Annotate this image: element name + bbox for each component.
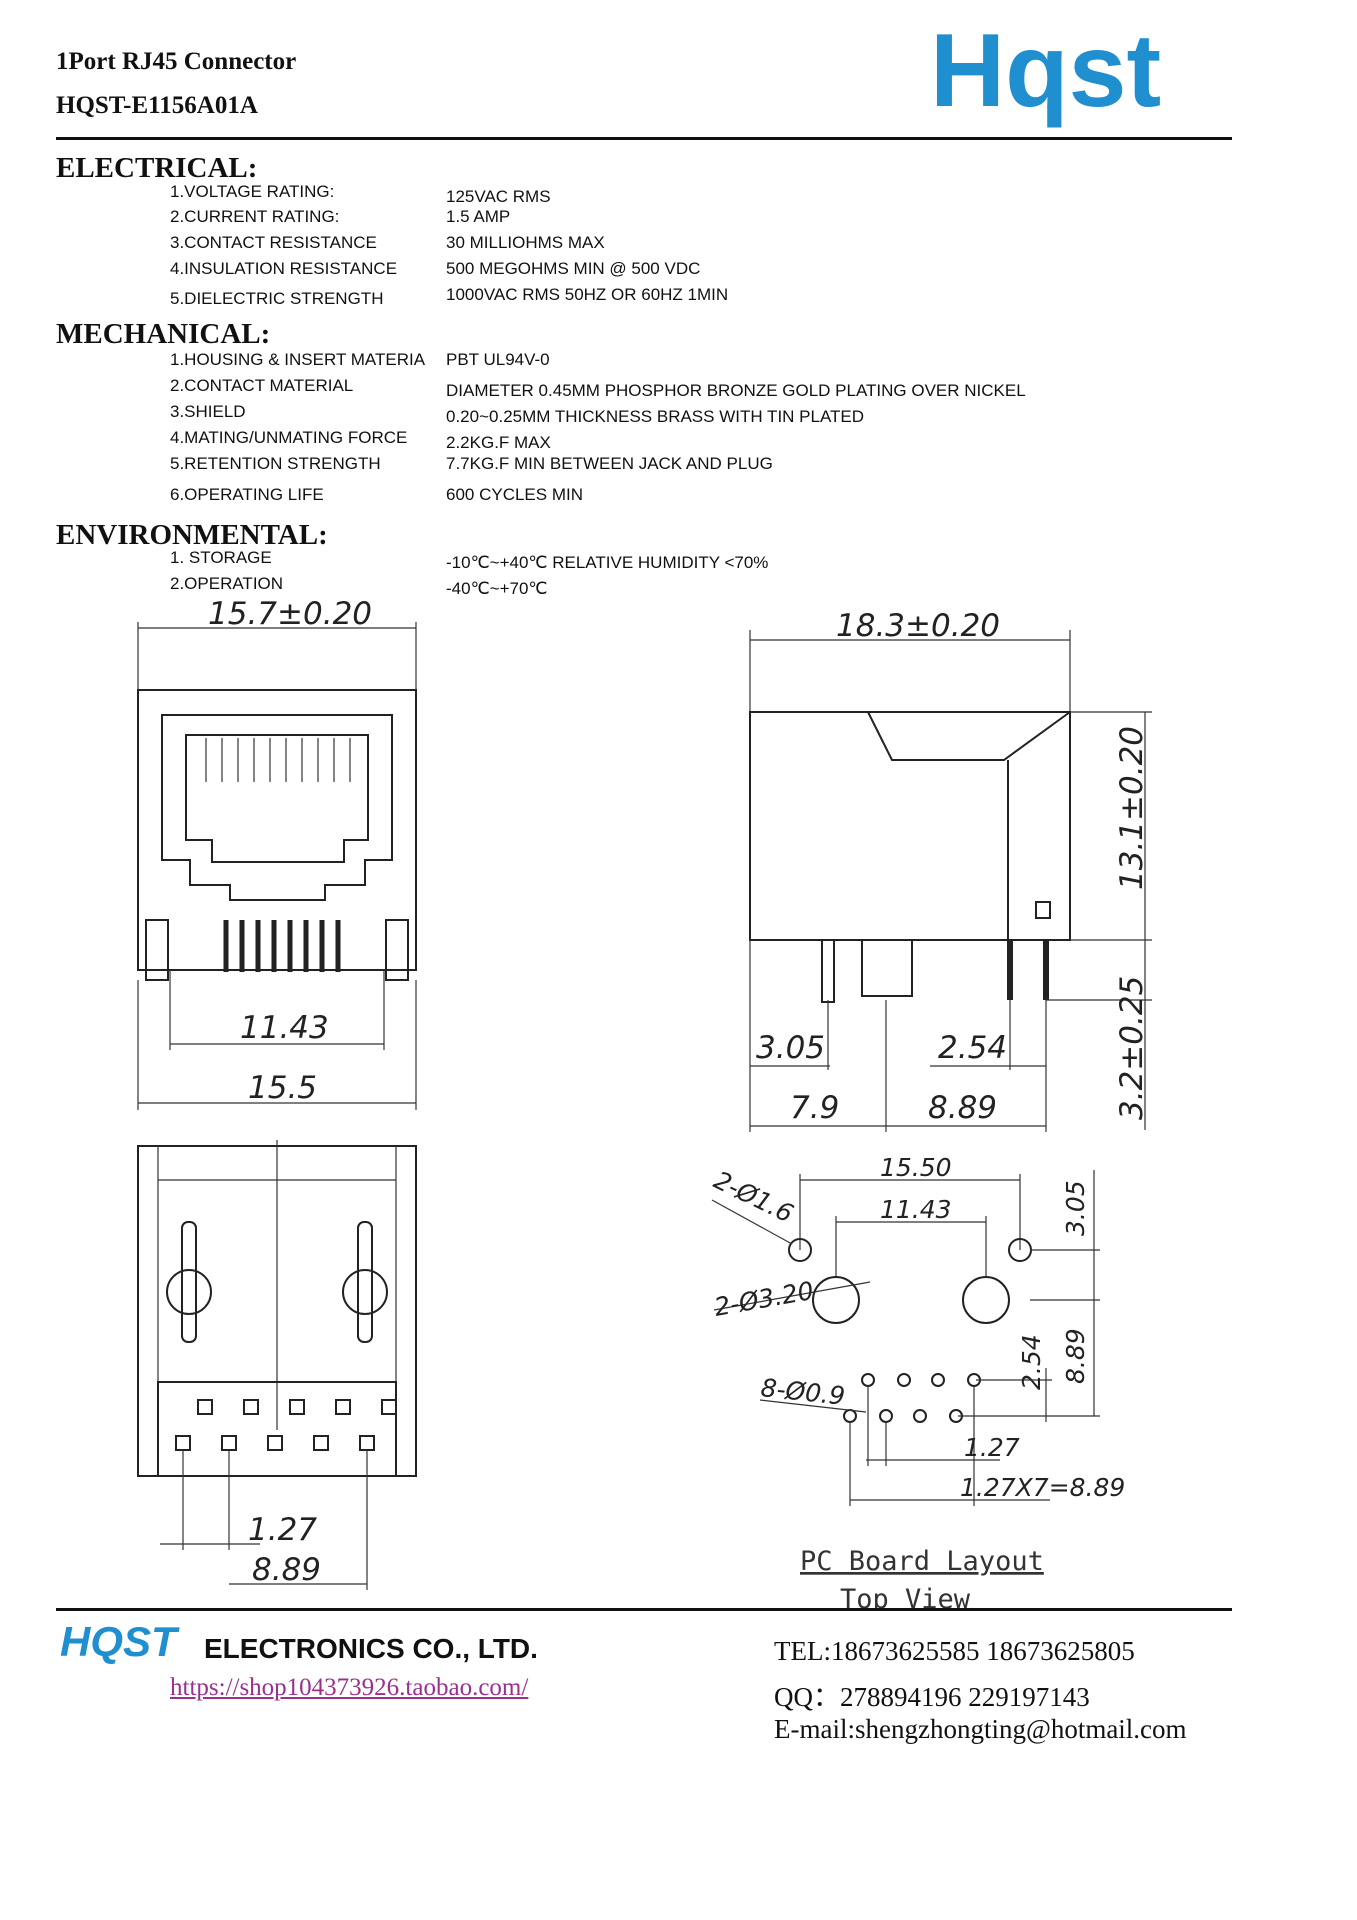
spec-value: DIAMETER 0.45MM PHOSPHOR BRONZE GOLD PLA… xyxy=(446,381,1026,400)
spec-label: 1.HOUSING & INSERT MATERIA xyxy=(170,350,426,369)
dim-pin-span: 11.43 xyxy=(240,1010,329,1046)
hqst-logo: Hqst xyxy=(930,26,1161,129)
dim-side-d4: 8.89 xyxy=(928,1090,997,1126)
pcb-caption-line1: PC Board Layout xyxy=(800,1546,1044,1577)
dim-pcb-pitch: 1.27 xyxy=(964,1433,1020,1462)
pcb-layout-drawing: 15.50 11.43 2-Ø1.6 2-Ø3.20 8-Ø0.9 3.05 2… xyxy=(709,1153,1125,1610)
dim-base-width: 15.5 xyxy=(248,1070,317,1106)
spec-value: 0.20~0.25MM THICKNESS BRASS WITH TIN PLA… xyxy=(446,407,865,426)
front-view-drawing: 15.7±0.20 11.43 15.5 xyxy=(137,600,417,1110)
environmental-heading: ENVIRONMENTAL: xyxy=(56,519,328,551)
header-divider xyxy=(56,137,1232,140)
spec-label: 4.MATING/UNMATING FORCE xyxy=(170,428,408,447)
spec-label: 4.INSULATION RESISTANCE xyxy=(170,259,398,278)
dim-side-d3: 7.9 xyxy=(790,1090,839,1126)
electrical-heading: ELECTRICAL: xyxy=(56,152,258,184)
spec-label: 5.RETENTION STRENGTH xyxy=(170,454,381,473)
dim-pin-length: 3.2±0.25 xyxy=(1114,976,1150,1120)
spec-value: 1.5 AMP xyxy=(446,207,511,226)
spec-label: 3.CONTACT RESISTANCE xyxy=(170,233,377,252)
dim-pcb-vert-span: 8.89 xyxy=(1061,1328,1090,1384)
spec-value: PBT UL94V-0 xyxy=(446,350,550,369)
part-number: HQST-E1156A01A xyxy=(56,92,258,119)
label-small-holes: 2-Ø1.6 xyxy=(709,1165,798,1228)
dim-side-d1: 3.05 xyxy=(756,1030,825,1066)
label-large-holes: 2-Ø3.20 xyxy=(712,1276,816,1322)
dim-pcb-row-gap: 2.54 xyxy=(1017,1334,1046,1390)
footer-tel: TEL:18673625585 18673625805 xyxy=(774,1636,1135,1666)
dim-side-depth: 18.3±0.20 xyxy=(836,608,1000,644)
footer-qq: QQ：278894196 229197143 xyxy=(774,1682,1090,1712)
mechanical-heading: MECHANICAL: xyxy=(56,318,271,350)
footer-divider xyxy=(56,1608,1232,1611)
spec-value: 2.2KG.F MAX xyxy=(446,433,551,452)
spec-value: -10℃~+40℃ RELATIVE HUMIDITY <70% xyxy=(446,553,769,572)
spec-label: 5.DIELECTRIC STRENGTH xyxy=(170,289,384,308)
spec-label: 2.CURRENT RATING: xyxy=(170,207,340,226)
spec-value: 30 MILLIOHMS MAX xyxy=(446,233,605,252)
spec-value: 1000VAC RMS 50HZ OR 60HZ 1MIN xyxy=(446,285,729,304)
pcb-caption-line2: Top View xyxy=(840,1584,971,1610)
dim-pcb-offset: 3.05 xyxy=(1061,1180,1090,1236)
bottom-view-drawing: 1.27 8.89 xyxy=(137,1140,417,1590)
footer-email: E-mail:shengzhongting@hotmail.com xyxy=(774,1714,1187,1744)
dim-bottom-pitch: 1.27 xyxy=(248,1512,317,1548)
logo-text: Hqst xyxy=(930,26,1161,129)
footer-company: ELECTRONICS CO., LTD. xyxy=(204,1633,538,1664)
footer-brand: HQST xyxy=(60,1618,177,1665)
spec-label: 2.CONTACT MATERIAL xyxy=(170,376,354,395)
spec-label: 6.OPERATING LIFE xyxy=(170,485,324,504)
spec-label: 1.VOLTAGE RATING: xyxy=(170,182,335,201)
spec-label: 2.OPERATION xyxy=(170,574,284,593)
side-view-drawing: 18.3±0.20 13.1±0.20 3.2±0.25 3.05 2.54 7… xyxy=(749,608,1152,1132)
dim-pcb-outer: 15.50 xyxy=(880,1153,952,1182)
spec-value: 125VAC RMS xyxy=(446,187,551,206)
spec-label: 3.SHIELD xyxy=(170,402,246,421)
dim-bottom-span: 8.89 xyxy=(252,1552,321,1588)
spec-value: -40℃~+70℃ xyxy=(446,579,548,598)
spec-value: 7.7KG.F MIN BETWEEN JACK AND PLUG xyxy=(446,454,773,473)
spec-value: 600 CYCLES MIN xyxy=(446,485,583,504)
spec-value: 500 MEGOHMS MIN @ 500 VDC xyxy=(446,259,701,278)
dim-side-height: 13.1±0.20 xyxy=(1114,726,1150,890)
dim-pcb-pitch-total: 1.27X7=8.89 xyxy=(960,1473,1125,1502)
dim-pcb-inner: 11.43 xyxy=(880,1195,952,1224)
dim-side-d2: 2.54 xyxy=(938,1030,1007,1066)
label-pin-holes: 8-Ø0.9 xyxy=(759,1373,846,1411)
footer-shop-link[interactable]: https://shop104373926.taobao.com/ xyxy=(170,1674,529,1701)
spec-label: 1. STORAGE xyxy=(170,548,272,567)
document-title: 1Port RJ45 Connector xyxy=(56,48,297,75)
dim-front-width: 15.7±0.20 xyxy=(208,600,372,632)
